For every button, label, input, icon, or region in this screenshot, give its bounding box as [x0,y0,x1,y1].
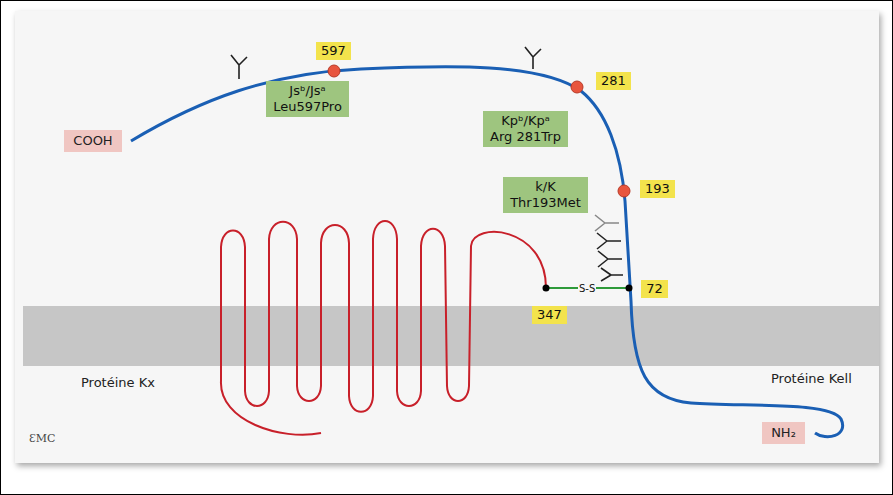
callout-number: 72 [641,280,668,298]
antigen-box: k/KThr193Met [503,177,588,213]
glycan-symbol [231,55,247,79]
glycan-symbol [601,268,623,281]
polymorphism-site [571,81,583,93]
glycan-symbols [231,47,623,281]
node-text: Thr193Met [509,195,582,211]
callout-number: 281 [596,72,631,90]
polymorphism-site [328,65,340,77]
callout-number: 193 [640,180,675,198]
node-text: Jsᵇ/Jsᵃ [272,83,343,99]
kx-protein-chain [221,221,546,435]
kell-protein-chain [131,67,843,437]
node-text: 597 [320,43,347,59]
glycan-symbol [595,215,619,231]
node-text: k/K [509,179,582,195]
glycan-symbol [525,47,541,69]
figure-panel [15,11,879,463]
node-text: NH₂ [770,425,797,441]
terminus-box: COOH [64,130,122,152]
protein-name: Protéine Kx [81,375,155,391]
bond-dot [543,285,550,292]
membrane-band [23,306,879,366]
node-text: Arg 281Trp [489,129,562,145]
protein-name: Protéine Kell [771,371,852,387]
callout-number: 597 [316,42,351,60]
callout-number: 347 [532,306,567,324]
publisher-logo: ƐMC [29,431,56,447]
glycan-symbol [597,233,621,249]
node-text: 281 [600,73,627,89]
bond-dot [626,285,633,292]
antigen-box: Jsᵇ/JsᵃLeu597Pro [266,81,349,117]
node-text: 72 [645,281,664,297]
node-text: COOH [72,133,114,149]
glycan-symbol [598,251,622,267]
terminus-box: NH₂ [762,422,805,444]
node-text: Leu597Pro [272,99,343,115]
polymorphism-site [618,185,630,197]
node-text: 347 [536,307,563,323]
antigen-box: Kpᵇ/KpᵃArg 281Trp [483,111,568,147]
bond-label: S-S [578,283,596,294]
node-text: Kpᵇ/Kpᵃ [489,113,562,129]
node-text: 193 [644,181,671,197]
